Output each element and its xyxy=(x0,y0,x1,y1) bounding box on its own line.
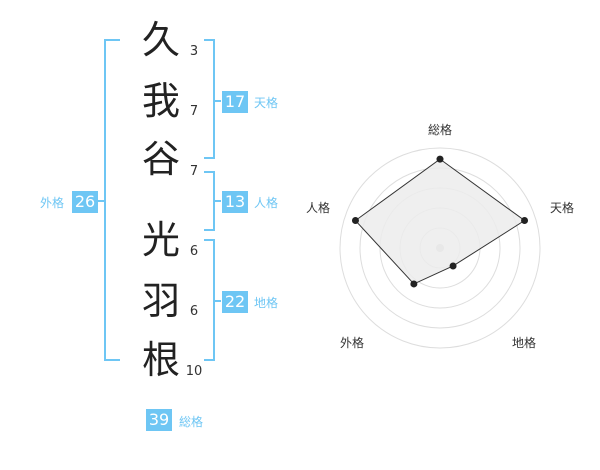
chikaku-value-badge: 22 xyxy=(222,291,248,313)
name-char: 久 xyxy=(141,18,180,62)
chikaku-label: 地格 xyxy=(254,296,279,310)
stroke-count: 7 xyxy=(189,104,199,119)
radar-axis-label: 総格 xyxy=(427,123,452,137)
radar-value-point xyxy=(521,217,529,225)
name-char: 我 xyxy=(141,79,180,123)
radar-value-point xyxy=(449,262,457,270)
radar-axis-label: 地格 xyxy=(511,336,536,350)
stroke-count: 7 xyxy=(189,164,199,179)
stroke-count: 6 xyxy=(189,304,199,319)
radar-value-polygon xyxy=(354,158,526,285)
tenkaku-value-badge: 17 xyxy=(222,91,248,113)
soukaku-label: 総格 xyxy=(179,415,204,429)
gaikaku-label: 外格 xyxy=(40,196,65,210)
stroke-count: 3 xyxy=(189,44,199,59)
jinkaku-label: 人格 xyxy=(254,196,279,210)
radar-value-point xyxy=(351,217,359,225)
name-char: 羽 xyxy=(141,279,180,323)
radar-axis-label: 天格 xyxy=(549,201,574,215)
stroke-count: 10 xyxy=(185,364,203,379)
radar-value-point xyxy=(436,155,444,163)
gaikaku-value-badge: 26 xyxy=(72,191,98,213)
name-char: 光 xyxy=(141,218,180,262)
soukaku-value-badge: 39 xyxy=(146,409,172,431)
radar-axis-label: 外格 xyxy=(339,336,364,350)
name-char: 根 xyxy=(141,338,180,382)
jinkaku-value-badge: 13 xyxy=(222,191,248,213)
name-char: 谷 xyxy=(141,137,180,181)
radar-axis-label: 人格 xyxy=(305,201,330,215)
tenkaku-bracket xyxy=(204,39,215,159)
tenkaku-label: 天格 xyxy=(254,96,279,110)
radar-grid-ring xyxy=(339,147,541,349)
stroke-count: 6 xyxy=(189,244,199,259)
radar-value-point xyxy=(410,280,418,288)
